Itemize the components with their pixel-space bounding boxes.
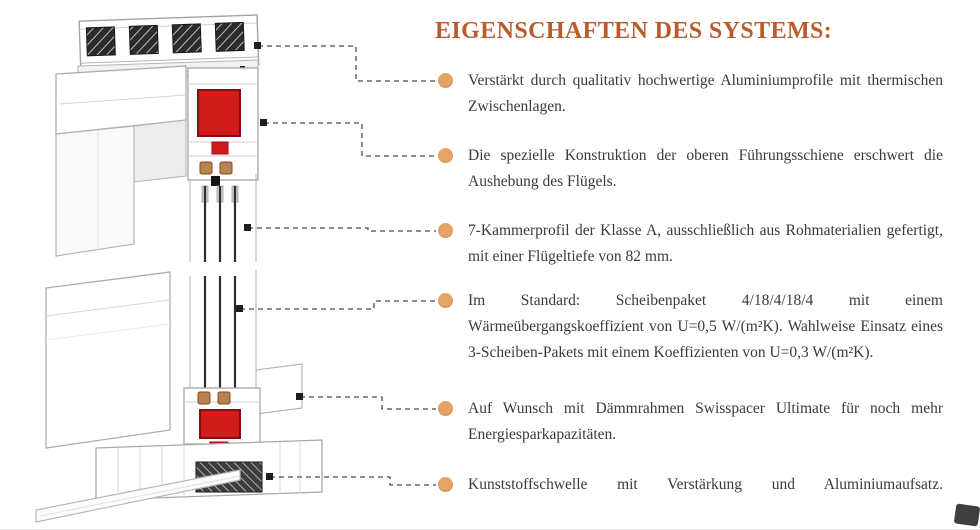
thermal-seal-icon — [197, 391, 211, 405]
feature-text: Verstärkt durch qualitativ hochwertige A… — [468, 72, 943, 115]
steel-reinforcement-icon — [199, 409, 241, 439]
triple-glazing-icon — [189, 174, 257, 262]
frame-left-face — [55, 65, 187, 257]
feature-text: Kunststoffschwelle mit Verstärkung und A… — [468, 476, 943, 493]
feature-item-1: Verstärkt durch qualitativ hochwertige A… — [435, 68, 943, 120]
bullet-dot-icon — [438, 401, 453, 416]
thermal-seal-icon — [199, 161, 213, 175]
steel-reinforcement-icon — [197, 89, 241, 137]
page-title: EIGENSCHAFTEN DES SYSTEMS: — [435, 18, 833, 44]
window-profile-illustration — [35, 14, 323, 523]
head-rail — [78, 14, 260, 72]
feature-item-6: Kunststoffschwelle mit Verstärkung und A… — [435, 472, 943, 498]
frame-left-face-bottom — [45, 271, 171, 449]
feature-text: Auf Wunsch mit Dämmrahmen Swisspacer Ult… — [468, 400, 943, 443]
feature-item-5: Auf Wunsch mit Dämmrahmen Swisspacer Ult… — [435, 396, 943, 448]
bullet-dot-icon — [438, 477, 453, 492]
thermal-seal-icon — [217, 391, 231, 405]
feature-text: 7-Kammerprofil der Klasse A, ausschließl… — [468, 222, 943, 265]
bullet-dot-icon — [438, 223, 453, 238]
bullet-dot-icon — [438, 148, 453, 163]
outdoor-sill — [35, 469, 241, 523]
triple-glazing-bottom — [189, 270, 303, 415]
bullet-dot-icon — [438, 73, 453, 88]
bullet-dot-icon — [438, 293, 453, 308]
feature-item-3: 7-Kammerprofil der Klasse A, ausschließl… — [435, 218, 943, 270]
sash-top-profile — [187, 67, 259, 186]
feature-text: Die spezielle Konstruktion der oberen Fü… — [468, 147, 943, 190]
corner-logo-fragment — [953, 503, 980, 527]
feature-text: Im Standard: Scheibenpaket 4/18/4/18/4 m… — [468, 292, 943, 361]
feature-item-4: Im Standard: Scheibenpaket 4/18/4/18/4 m… — [435, 288, 943, 366]
sash-bottom-profile — [183, 387, 261, 453]
feature-item-2: Die spezielle Konstruktion der oberen Fü… — [435, 143, 943, 195]
thermal-seal-icon — [219, 161, 233, 175]
aluminium-insert-hatch-icon — [85, 21, 245, 57]
